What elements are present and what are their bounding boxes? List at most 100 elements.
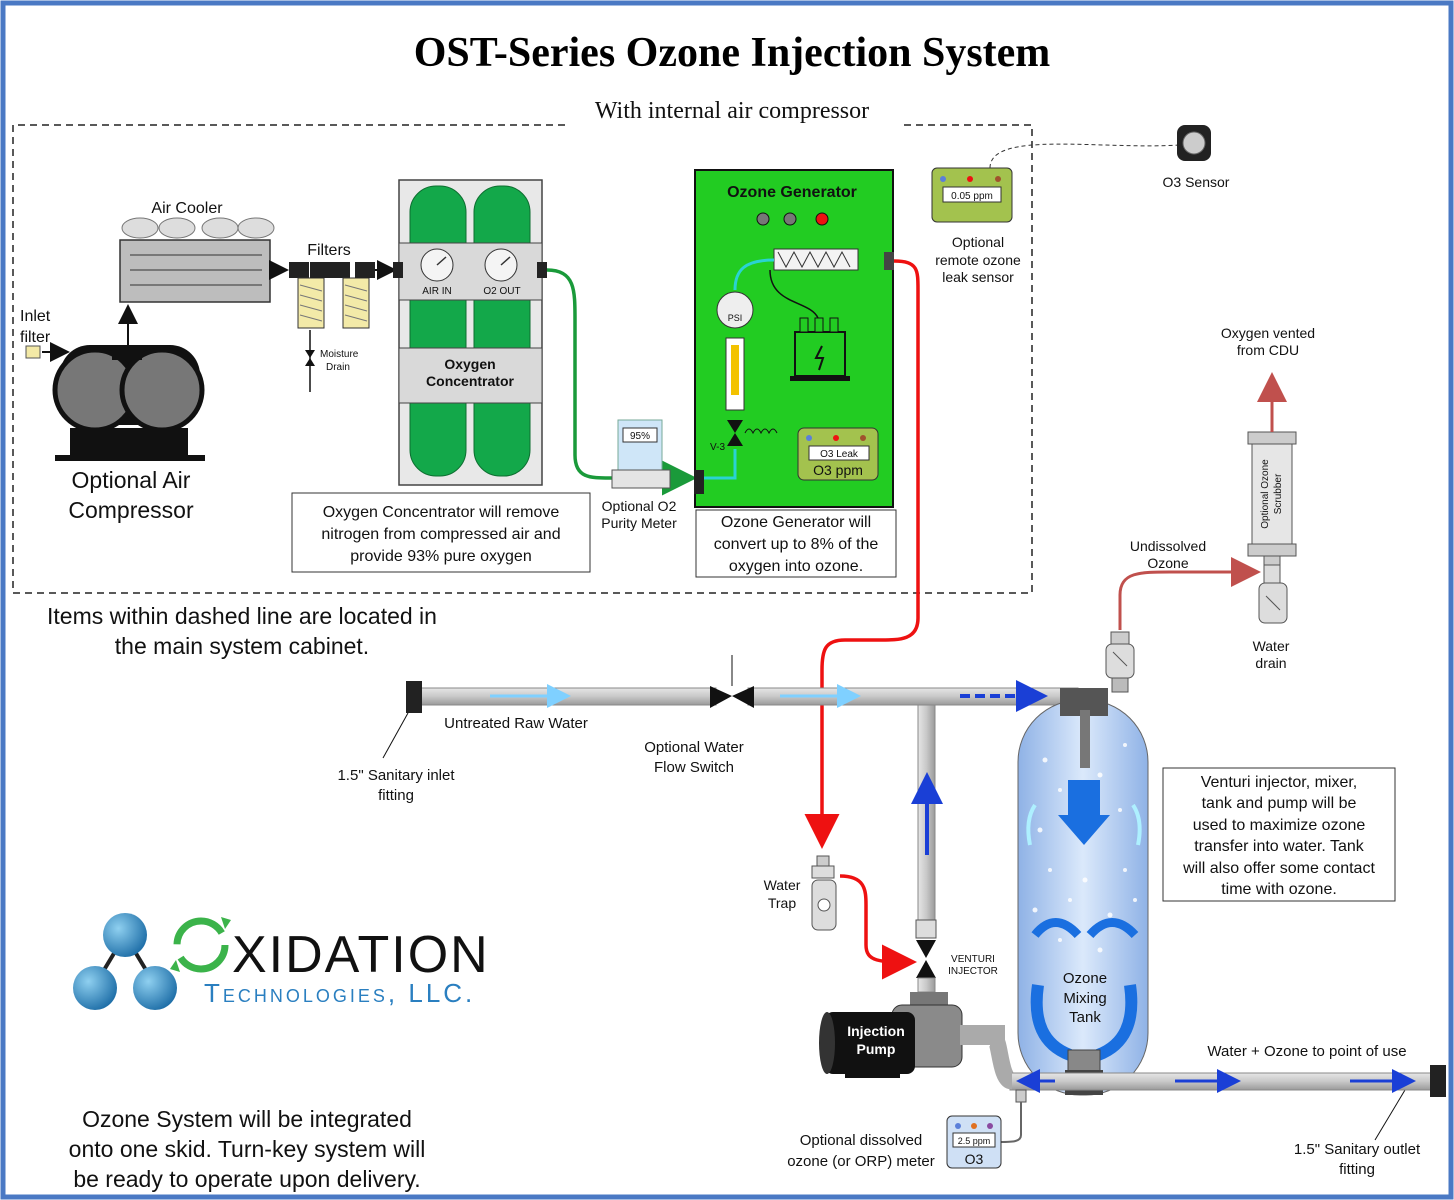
concentrator-label-1: Oxygen: [444, 356, 495, 372]
scrubber-label-1: Optional Ozone: [1260, 459, 1271, 529]
leak-sensor-display: 0.05 ppm: [951, 191, 993, 202]
skid-note-1: Ozone System will be integrated: [82, 1106, 412, 1132]
generator-title: Ozone Generator: [727, 184, 857, 201]
tank-note-3: used to maximize ozone: [1193, 817, 1366, 834]
inlet-fitting-label-1: 1.5" Sanitary inlet: [337, 767, 455, 784]
concentrator-note-2: nitrogen from compressed air and: [321, 526, 560, 543]
leak-sensor-label-3: leak sensor: [942, 269, 1014, 285]
outlet-pipe: [986, 1031, 1446, 1143]
filters: [289, 260, 397, 392]
o2-purity-meter: [611, 419, 671, 489]
inlet-filter-icon: [25, 345, 41, 359]
concentrator-note-1: Oxygen Concentrator will remove: [323, 504, 560, 521]
leak-sensor-label-2: remote ozone: [935, 252, 1021, 268]
pump-label-2: Pump: [857, 1041, 896, 1057]
ozone-line: [804, 259, 920, 849]
leak-sensor-label-1: Optional: [952, 234, 1004, 250]
moisture-drain-label-1: Moisture: [320, 349, 359, 360]
o3-sensor-icon: [1177, 125, 1211, 161]
air-cooler-label: Air Cooler: [151, 200, 223, 217]
generator-note-1: Ozone Generator will: [721, 514, 871, 531]
valve-label: V-3: [710, 442, 725, 453]
flow-switch-label-2: Flow Switch: [654, 759, 734, 776]
outlet-label: Water + Ozone to point of use: [1207, 1043, 1406, 1060]
raw-water-pipe: [382, 655, 1406, 1141]
scrubber-label-2: Scrubber: [1273, 473, 1284, 514]
o2-meter-label-1: Optional O2: [602, 498, 677, 514]
ozone-line-to-venturi: [839, 874, 917, 980]
ozone-mixing-tank: [1017, 688, 1149, 1096]
dissolved-meter-display: 2.5 ppm: [958, 1136, 991, 1146]
tank-label-2: Mixing: [1063, 990, 1106, 1007]
water-trap: [811, 855, 837, 931]
filters-label: Filters: [307, 242, 351, 259]
tank-note-4: transfer into water. Tank: [1194, 838, 1365, 855]
o2-meter-display: 95%: [630, 431, 650, 442]
undissolved-label-2: Ozone: [1147, 555, 1188, 571]
vented-label-2: from CDU: [1237, 342, 1299, 358]
venturi-label-2: INJECTOR: [948, 966, 998, 977]
tank-label-1: Ozone: [1063, 970, 1107, 987]
tank-note-box: [1162, 767, 1396, 902]
dissolved-meter-label-2: ozone (or ORP) meter: [787, 1153, 935, 1170]
water-drain-label-2: drain: [1255, 655, 1286, 671]
water-trap-label-1: Water: [764, 877, 801, 893]
outlet-fitting-label-2: fitting: [1339, 1161, 1375, 1178]
tank-label-3: Tank: [1069, 1009, 1101, 1026]
air-compressor: [25, 304, 205, 461]
company-logo: [73, 913, 231, 1010]
air-cooler: [119, 217, 289, 303]
pump-label-1: Injection: [847, 1023, 905, 1039]
logo-name: XIDATION: [232, 926, 490, 984]
oxygen-line: [546, 268, 697, 496]
concentrator-note-box: [291, 492, 591, 573]
skid-note-2: onto one skid. Turn-key system will: [69, 1136, 426, 1162]
psi-label: PSI: [728, 313, 743, 323]
inlet-fitting-label-2: fitting: [378, 787, 414, 804]
generator-note-3: oxygen into ozone.: [729, 558, 863, 575]
flow-switch-label-1: Optional Water: [644, 739, 744, 756]
leak-display: O3 Leak: [820, 449, 859, 460]
inlet-filter-label-1: Inlet: [20, 308, 51, 325]
generator-note-box: [695, 509, 897, 578]
cabinet-note-1: Items within dashed line are located in: [47, 603, 437, 629]
water-drain-label-1: Water: [1253, 638, 1290, 654]
cabinet-boundary: [12, 124, 1033, 594]
oxygen-concentrator: [393, 179, 547, 486]
water-trap-label-2: Trap: [768, 895, 796, 911]
tank-note-5: will also offer some contact: [1182, 860, 1375, 877]
generator-note-2: convert up to 8% of the: [714, 536, 879, 553]
cabinet-note-2: the main system cabinet.: [115, 633, 369, 659]
outlet-fitting-label-1: 1.5" Sanitary outlet: [1294, 1141, 1421, 1158]
undissolved-label-1: Undissolved: [1130, 538, 1206, 554]
concentrator-note-3: provide 93% pure oxygen: [350, 548, 531, 565]
injection-pump: [819, 992, 1005, 1078]
moisture-drain-label-2: Drain: [326, 362, 350, 373]
ozone-scrubber: [1105, 372, 1297, 693]
concentrator-label-2: Concentrator: [426, 373, 514, 389]
dissolved-meter-label-1: Optional dissolved: [800, 1132, 923, 1149]
leak-unit: O3 ppm: [813, 462, 863, 478]
o2-meter-label-2: Purity Meter: [601, 515, 677, 531]
dissolved-ozone-meter: [946, 1115, 1002, 1169]
inlet-filter-label-2: filter: [20, 329, 51, 346]
o2-out-label: O2 OUT: [483, 286, 520, 297]
page-subtitle: With internal air compressor: [595, 98, 869, 124]
ozone-generator: [694, 169, 894, 508]
dissolved-meter-unit: O3: [965, 1151, 984, 1167]
raw-water-label: Untreated Raw Water: [444, 715, 588, 732]
tank-note-2: tank and pump will be: [1202, 795, 1357, 812]
venturi-bypass-pipe: [911, 704, 943, 993]
air-in-label: AIR IN: [422, 286, 451, 297]
tank-note-6: time with ozone.: [1221, 881, 1337, 898]
venturi-label-1: VENTURI: [951, 954, 995, 965]
remote-leak-sensor: [931, 143, 1181, 223]
o3-sensor-label: O3 Sensor: [1163, 174, 1230, 190]
page-title: OST-Series Ozone Injection System: [414, 30, 1051, 76]
compressor-label-2: Compressor: [68, 497, 194, 523]
logo-sub: Technologies, LLC.: [204, 978, 475, 1008]
skid-note-3: be ready to operate upon delivery.: [73, 1166, 420, 1192]
